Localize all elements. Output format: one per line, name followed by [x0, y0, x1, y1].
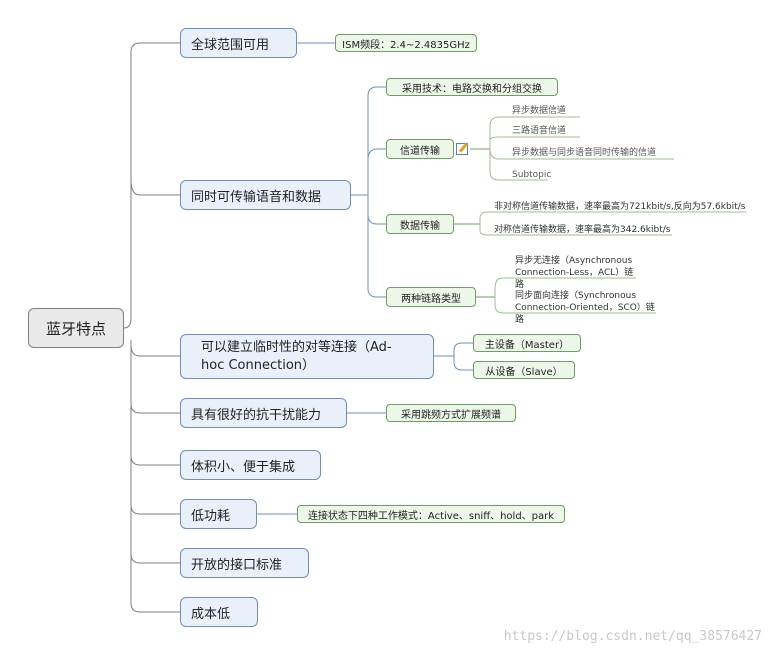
leaf-voice-channel[interactable]: 三路语音信道 [512, 126, 567, 136]
sub-data-transfer[interactable]: 数据传输 [386, 214, 454, 234]
main-node-global[interactable]: 全球范围可用 [180, 28, 297, 58]
sub-channel[interactable]: 信道传输 [386, 139, 454, 159]
main-node-open-interface[interactable]: 开放的接口标准 [180, 548, 309, 578]
sub-tech[interactable]: 采用技术：电路交换和分组交换 [386, 78, 558, 96]
main-node-adhoc[interactable]: 可以建立临时性的对等连接（Ad-hoc Connection） [180, 334, 434, 379]
main-node-low-cost[interactable]: 成本低 [180, 597, 258, 627]
sub-power-modes[interactable]: 连接状态下四种工作模式：Active、sniff、hold、park [297, 505, 565, 523]
main-node-interference[interactable]: 具有很好的抗干扰能力 [180, 398, 347, 428]
sub-slave[interactable]: 从设备（Slave） [473, 361, 575, 379]
sub-link-types[interactable]: 两种链路类型 [386, 287, 476, 307]
leaf-symmetric[interactable]: 对称信道传输数据，速率最高为342.6kibt/s [494, 225, 671, 235]
leaf-mixed-channel[interactable]: 异步数据与同步语音同时传输的信道 [512, 148, 657, 158]
leaf-acl[interactable]: 异步无连接（Asynchronous Connection-Less，ACL）链… [515, 256, 634, 290]
sub-ism[interactable]: ISM频段：2.4~2.4835GHz [335, 34, 477, 52]
leaf-subtopic[interactable]: Subtopic [512, 170, 552, 180]
main-node-voice-data[interactable]: 同时可传输语音和数据 [180, 180, 351, 210]
watermark: https://blog.csdn.net/qq_38576427 [503, 629, 762, 644]
root-node[interactable]: 蓝牙特点 [28, 308, 124, 348]
sub-master[interactable]: 主设备（Master） [473, 334, 581, 352]
note-icon[interactable] [456, 143, 468, 155]
leaf-sco[interactable]: 同步面向连接（Synchronous Connection-Oriented，S… [515, 291, 655, 325]
sub-frequency-hopping[interactable]: 采用跳频方式扩展频谱 [386, 404, 516, 422]
leaf-asymmetric[interactable]: 非对称信道传输数据，速率最高为721kbit/s,反向为57.6kbit/s [494, 202, 746, 212]
leaf-async-channel[interactable]: 异步数据信道 [512, 106, 567, 116]
main-node-low-power[interactable]: 低功耗 [180, 499, 257, 529]
main-node-small[interactable]: 体积小、便于集成 [180, 450, 321, 480]
